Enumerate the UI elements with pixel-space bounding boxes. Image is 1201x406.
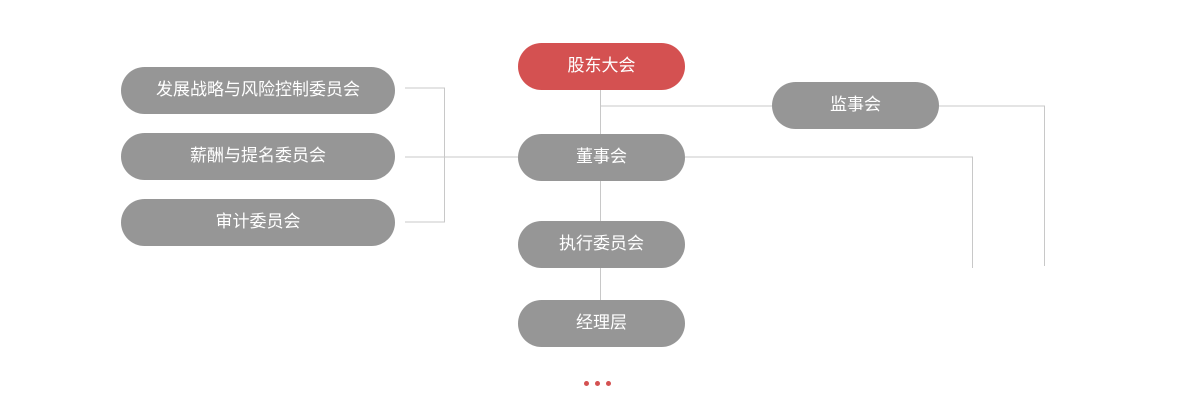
node-management-label: 经理层 <box>576 313 627 333</box>
node-shareholders-label: 股东大会 <box>567 56 636 76</box>
node-nomination-committee[interactable]: 薪酬与提名委员会 <box>121 133 395 180</box>
more-indicator[interactable] <box>583 378 617 390</box>
node-board-label: 董事会 <box>576 147 627 167</box>
node-strategy-committee[interactable]: 发展战略与风险控制委员会 <box>121 67 395 114</box>
node-audit-committee[interactable]: 审计委员会 <box>121 199 395 246</box>
node-board[interactable]: 董事会 <box>518 134 685 181</box>
node-supervisors[interactable]: 监事会 <box>772 82 939 129</box>
more-dot-icon <box>584 381 589 386</box>
node-strategy-committee-label: 发展战略与风险控制委员会 <box>156 80 360 100</box>
more-dot-icon <box>595 381 600 386</box>
node-audit-committee-label: 审计委员会 <box>215 212 301 232</box>
node-executive-committee-label: 执行委员会 <box>559 234 644 254</box>
link-supervisors-right <box>939 105 1045 266</box>
link-board-right <box>685 156 973 268</box>
node-management[interactable]: 经理层 <box>518 300 685 347</box>
node-executive-committee[interactable]: 执行委员会 <box>518 221 685 268</box>
committee-bracket <box>405 87 445 223</box>
node-nomination-committee-label: 薪酬与提名委员会 <box>190 146 326 166</box>
node-supervisors-label: 监事会 <box>830 95 881 115</box>
node-shareholders[interactable]: 股东大会 <box>518 43 685 90</box>
more-dot-icon <box>606 381 611 386</box>
